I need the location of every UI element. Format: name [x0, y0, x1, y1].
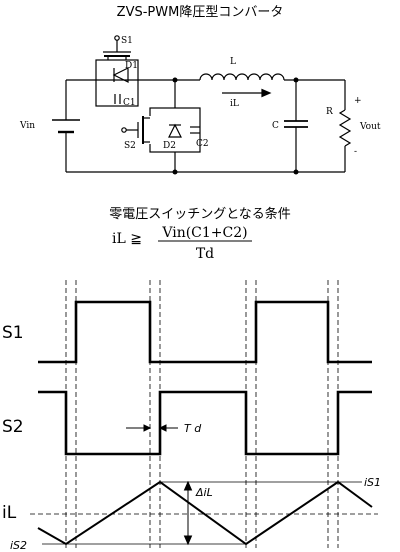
junction-dot: [172, 77, 178, 83]
delta-il-arrow: [183, 480, 193, 546]
s2-signal-label: S2: [2, 417, 24, 437]
td-arrow-right-head: [158, 424, 167, 432]
s1-gate-terminal: [114, 35, 120, 41]
s1-module-box: [95, 59, 139, 107]
is1-label: iS1: [364, 476, 381, 489]
circuit-schematic: [52, 35, 352, 173]
d2-symbol: [168, 123, 182, 138]
c1-label: C1: [123, 98, 136, 108]
s1-label: S1: [121, 36, 133, 46]
minus-label: -: [354, 147, 357, 157]
junction-dot: [293, 77, 299, 83]
cap-label: C: [272, 121, 279, 131]
td-label: T d: [184, 422, 202, 435]
s1-waveform: [38, 300, 372, 364]
s2-label: S2: [124, 141, 136, 151]
is2-label: iS2: [10, 539, 27, 552]
timing-guides: [30, 280, 378, 548]
td-arrows: [126, 424, 178, 432]
il-waveform: [37, 480, 373, 546]
s1-signal-label: S1: [2, 323, 24, 343]
resistor-label: R: [326, 107, 333, 117]
vin-label: Vin: [19, 121, 35, 131]
delta-il-head-top: [183, 480, 193, 491]
junction-dot: [172, 169, 178, 175]
vout-label: Vout: [359, 122, 381, 132]
c2-label: C2: [196, 139, 209, 149]
junction-dots: [172, 77, 299, 175]
d2-label: D2: [163, 141, 176, 151]
condition-numerator: Vin(C1+C2): [161, 225, 247, 241]
s2-waveform: [38, 390, 372, 456]
delta-il-label: ΔiL: [195, 486, 213, 499]
delta-il-head-bottom: [183, 535, 193, 546]
plus-label: +: [354, 96, 362, 106]
inductor-label: L: [230, 57, 236, 67]
diagram-title: ZVS-PWM降圧型コンバータ: [117, 5, 284, 20]
condition-lhs: iL ≧: [112, 231, 142, 247]
d1-label: D1: [125, 61, 138, 71]
waveforms: [38, 300, 372, 456]
il-arrow-head: [261, 88, 272, 98]
td-arrow-left-head: [143, 424, 152, 432]
current-label: iL: [230, 99, 239, 109]
inductor-coil: [199, 73, 285, 81]
condition-heading: 零電圧スイッチングとなる条件: [109, 206, 291, 222]
d1-symbol: [112, 67, 129, 83]
condition-denominator: Td: [196, 246, 214, 262]
r-zigzag: [338, 109, 352, 147]
s2-gate-terminal: [121, 127, 127, 133]
il-signal-label: iL: [2, 503, 17, 523]
junction-dot: [293, 169, 299, 175]
